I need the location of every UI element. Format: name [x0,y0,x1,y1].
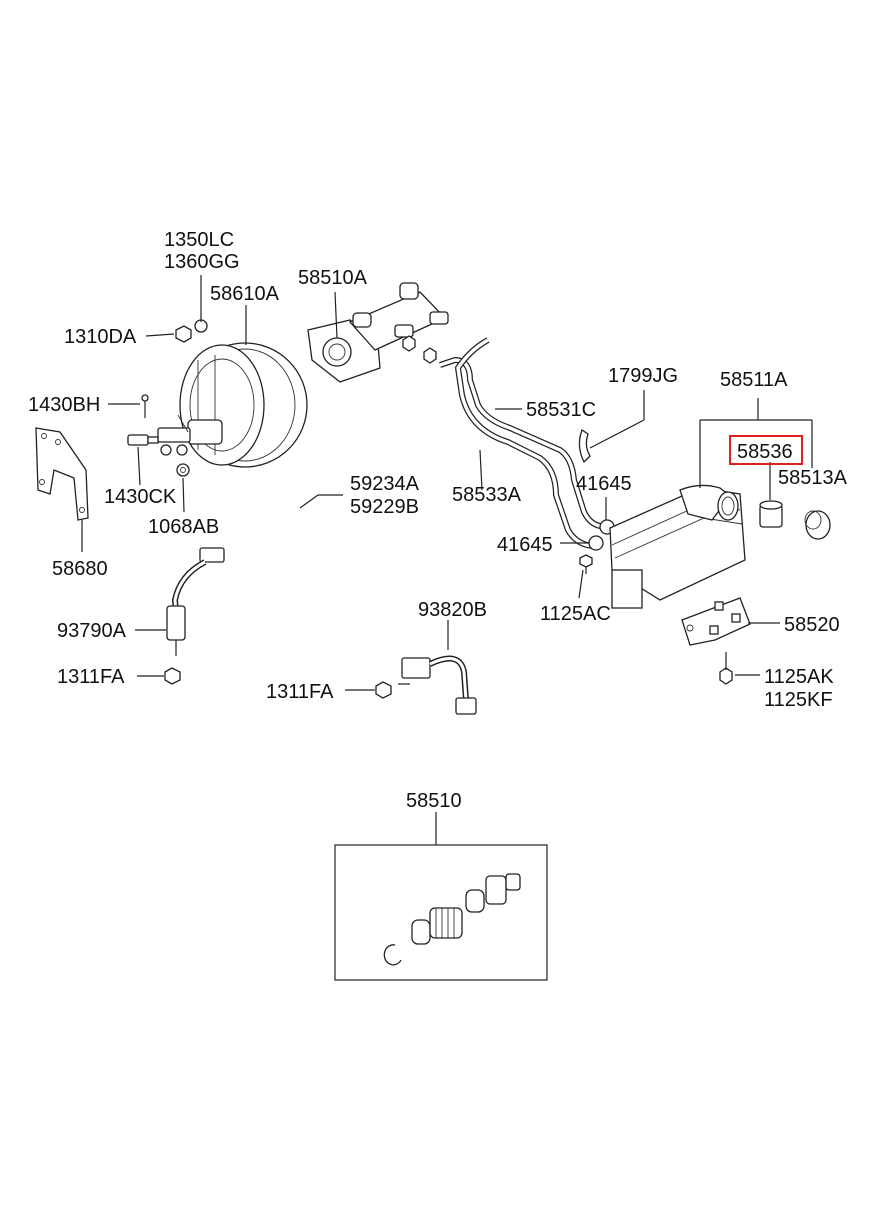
label-58513a: 58513A [778,467,848,489]
label-1350lc: 1350LC [164,229,234,251]
label-58510: 58510 [406,790,462,812]
label-59234a: 59234A [350,473,420,495]
part-labels: 1350LC 1360GG 58610A 1310DA 58510A 1430B… [28,229,848,812]
label-1310da: 1310DA [64,326,137,348]
leader-lines [81,275,813,845]
label-58610a: 58610A [210,283,280,305]
label-1068ab: 1068AB [148,516,219,538]
label-1430ck: 1430CK [104,486,177,508]
label-1311fa-middle: 1311FA [266,681,334,703]
label-1360gg: 1360GG [164,251,240,273]
label-1125ak: 1125AK [764,666,834,688]
clip-1799jg [578,429,591,464]
strainer-58536 [759,500,783,528]
label-1125kf: 1125KF [764,689,833,711]
nut-1311fa-middle [375,681,392,699]
bracket-58520 [681,597,751,646]
label-93790a: 93790A [57,620,127,642]
reservoir [609,484,746,609]
label-59229b: 59229B [350,496,419,518]
nut-1311fa-left [164,667,181,685]
label-58533a: 58533A [452,484,522,506]
label-93820b: 93820B [418,599,487,621]
label-58520: 58520 [784,614,840,636]
bolt-1125ac [579,554,593,574]
clevis-pin-1430ck [127,434,159,446]
label-1311fa-left: 1311FA [57,666,125,688]
highlight-box-58536 [729,435,803,465]
washer-1068ab [176,463,190,477]
pin-1430bh [141,394,149,418]
switch-93820b [398,655,477,715]
inset-58510 [334,844,548,981]
label-41645-upper: 41645 [576,473,632,495]
label-58511a: 58511A [720,369,788,391]
label-1430bh: 1430BH [28,394,100,416]
label-1799jg: 1799JG [608,365,678,387]
label-58536: 58536 [737,441,793,463]
label-58680: 58680 [52,558,108,580]
brake-pipes [439,337,601,549]
cap-58513a [804,510,831,540]
label-58531c: 58531C [526,399,596,421]
label-1125ac: 1125AC [540,603,611,625]
bolt-1125ak [719,652,733,685]
vacuum-hose [288,422,326,521]
brake-booster [157,342,308,468]
bracket-58680 [35,427,89,521]
nut-1310da [175,319,208,343]
master-cylinder [307,282,449,383]
label-41645-lower: 41645 [497,534,553,556]
label-58510a: 58510A [298,267,368,289]
sensor-93790a [166,547,225,656]
